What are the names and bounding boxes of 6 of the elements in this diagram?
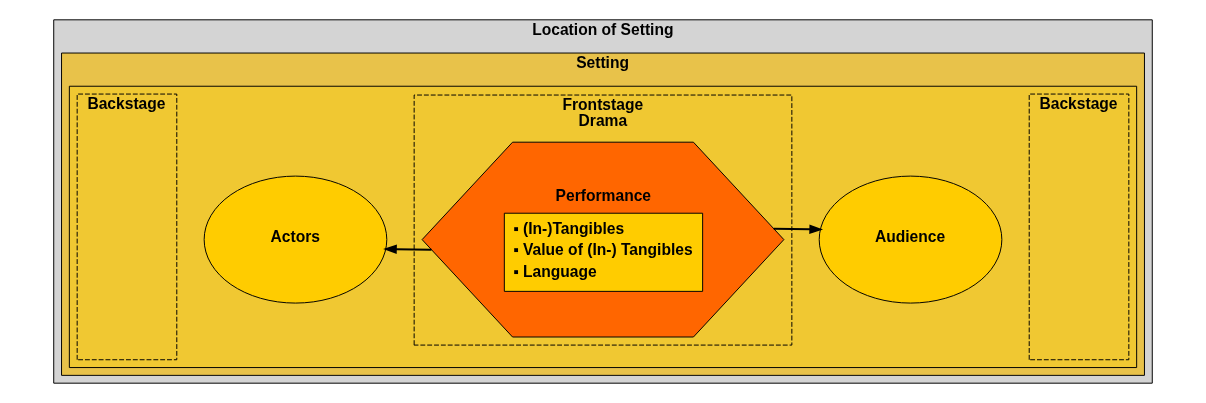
node-box: Backstage	[76, 93, 178, 361]
arrow	[383, 244, 433, 255]
arrow	[772, 224, 824, 234]
node-ellipse: Actors	[203, 175, 388, 304]
node-box: Backstage	[1028, 93, 1130, 361]
node-ellipse: Audience	[818, 175, 1003, 304]
